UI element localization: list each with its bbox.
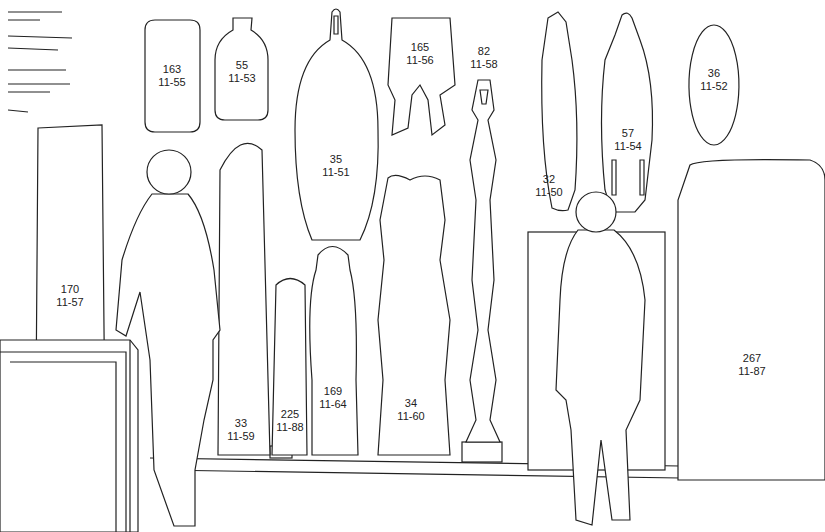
artifact-outline-path: [378, 175, 450, 455]
inventory-number: 267: [738, 352, 765, 365]
artifact-label: 3311-59: [227, 417, 254, 443]
inventory-number: 33: [227, 417, 254, 430]
inventory-number: 57: [614, 127, 641, 140]
artifact-shape: [596, 10, 658, 214]
artifact-outline: 26711-87: [676, 156, 825, 482]
artifact-outline: 8211-58: [456, 38, 508, 464]
spear-lines: [8, 12, 72, 112]
catalog-number: 11-88: [276, 421, 303, 434]
artifact-label: 5511-53: [228, 59, 255, 85]
artifact-label: 16511-56: [406, 41, 433, 67]
artifact-outline-path: [678, 160, 825, 480]
artifact-shape: [216, 138, 272, 458]
artifact-label: 8211-58: [470, 45, 497, 71]
inventory-number: 35: [322, 153, 349, 166]
catalog-number: 11-59: [227, 430, 254, 443]
artifact-outline-path: [145, 20, 200, 132]
artifact-outline: 5711-54: [596, 10, 658, 214]
artifact-outline-path: [35, 125, 106, 532]
artifact-outline-path: [689, 25, 739, 145]
artifact-outline: 22511-88: [270, 275, 310, 458]
visitor-left-head: [147, 150, 191, 194]
catalog-number: 11-57: [56, 296, 83, 309]
back-panel: [528, 232, 665, 470]
artifact-outline-path: [272, 279, 307, 456]
display-case: [0, 340, 138, 532]
artifact-label: 3611-52: [700, 67, 727, 93]
inventory-number: 55: [228, 59, 255, 72]
artifact-shape: [33, 123, 111, 532]
visitor-left: [116, 194, 220, 526]
artifact-outline-path: [310, 247, 358, 456]
artifact-outline: 16511-56: [386, 16, 457, 137]
artifact-outline: 3411-60: [376, 170, 452, 457]
catalog-number: 11-50: [535, 186, 562, 199]
artifact-outline-path: [218, 143, 270, 455]
inventory-number: 34: [397, 397, 424, 410]
artifact-shape: [304, 241, 361, 457]
catalog-number: 11-60: [397, 410, 424, 423]
artifact-shape: [456, 38, 508, 464]
artifact-outline-path: [466, 80, 500, 442]
inventory-number: 225: [276, 408, 303, 421]
artifact-label: 3511-51: [322, 153, 349, 179]
artifact-outline: 3611-52: [688, 23, 740, 147]
artifact-outline-path: [295, 9, 378, 240]
artifact-label: 17011-57: [56, 283, 83, 309]
inventory-number: 165: [406, 41, 433, 54]
artifact-label: 22511-88: [276, 408, 303, 434]
inventory-number: 32: [535, 173, 562, 186]
artifact-outline-path: [602, 13, 653, 212]
inventory-number: 169: [319, 385, 346, 398]
artifact-outline: 3311-59: [216, 138, 272, 458]
artifact-shape: [676, 156, 825, 482]
catalog-number: 11-54: [614, 140, 641, 153]
catalog-number: 11-58: [470, 58, 497, 71]
display-case-edge: [0, 340, 130, 532]
catalog-number: 11-53: [228, 72, 255, 85]
catalog-number: 11-64: [319, 398, 346, 411]
artifact-outline: 5511-53: [213, 14, 271, 122]
artifact-label: 3211-50: [535, 173, 562, 199]
artifact-outline: 3211-50: [528, 10, 582, 214]
inventory-number: 163: [158, 63, 185, 76]
catalog-number: 11-52: [700, 80, 727, 93]
artifact-label: 16911-64: [319, 385, 346, 411]
visitor-right: [556, 230, 645, 525]
artifact-outline: 17011-57: [33, 123, 111, 532]
artifact-outline: 3511-51: [293, 6, 381, 244]
artifact-label: 16311-55: [158, 63, 185, 89]
artifact-outline: 16911-64: [304, 241, 361, 457]
artifact-outline-path: [388, 18, 455, 135]
catalog-number: 11-87: [738, 365, 765, 378]
inventory-number: 170: [56, 283, 83, 296]
catalog-number: 11-56: [406, 54, 433, 67]
artifact-outline: 16311-55: [143, 16, 203, 136]
artifact-label: 5711-54: [614, 127, 641, 153]
artifact-label: 3411-60: [397, 397, 424, 423]
artifact-shape: [293, 6, 381, 244]
statue-base: [462, 442, 502, 462]
visitor-right-head: [576, 192, 616, 232]
artifact-outline-path: [215, 18, 268, 120]
inventory-number: 82: [470, 45, 497, 58]
artifact-shape: [386, 16, 457, 137]
artifact-label: 26711-87: [738, 352, 765, 378]
catalog-number: 11-55: [158, 76, 185, 89]
catalog-number: 11-51: [322, 166, 349, 179]
inventory-number: 36: [700, 67, 727, 80]
